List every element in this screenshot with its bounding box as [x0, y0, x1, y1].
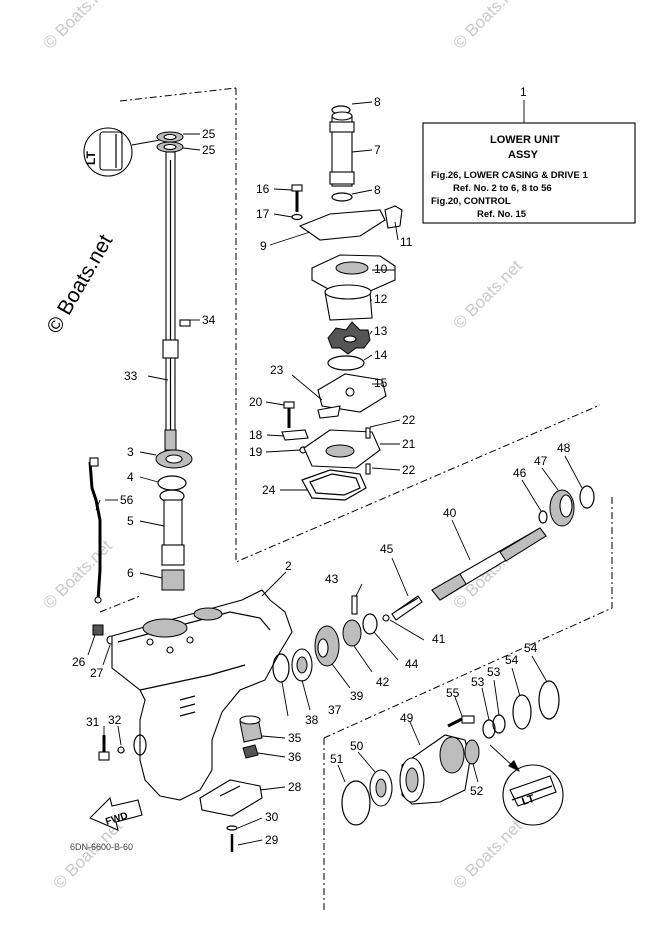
forward-direction-arrow: FWD: [89, 796, 143, 831]
callout-28: 28: [288, 780, 302, 794]
callout-52: 52: [470, 784, 484, 798]
callout-49: 49: [400, 711, 414, 725]
callout-45: 45: [380, 542, 394, 556]
callout-54-left: 54: [505, 653, 519, 667]
callout-8-top: 8: [374, 95, 381, 109]
callout-39: 39: [350, 689, 364, 703]
propeller-shaft-assembly: [272, 485, 595, 683]
callout-3: 3: [127, 445, 134, 459]
callout-6: 6: [127, 566, 134, 580]
callout-15: 15: [374, 376, 388, 390]
callout-7: 7: [374, 143, 381, 157]
callout-9: 9: [260, 239, 267, 253]
callout-35: 35: [288, 731, 302, 745]
callout-8-lower: 8: [374, 183, 381, 197]
callout-33: 33: [124, 369, 138, 383]
watermark-text: © Boats.net: [39, 536, 116, 613]
pinion-and-trim-tab: [98, 715, 263, 852]
callout-11: 11: [400, 235, 413, 249]
callout-12: 12: [374, 292, 388, 306]
callout-30: 30: [265, 810, 279, 824]
callout-50: 50: [350, 739, 364, 753]
callout-31: 31: [86, 715, 100, 729]
callout-32: 32: [108, 713, 122, 727]
callout-48: 48: [557, 441, 571, 455]
callout-16: 16: [256, 182, 270, 196]
callout-26: 26: [72, 655, 86, 669]
watermark-text: © Boats.net: [449, 256, 526, 333]
callout-19: 19: [249, 445, 263, 459]
callout-56: 56: [120, 493, 134, 507]
watermark-main: © Boats.net: [42, 231, 117, 338]
callout-27: 27: [90, 666, 104, 680]
note-box-line-3: Fig.20, CONTROL: [431, 196, 511, 207]
leader-lines: [87, 101, 583, 846]
callout-46: 46: [513, 466, 527, 480]
callout-labels: 2 3 4 5 6 7 8 8 9 10 11 12 13 14 15 16 1…: [72, 95, 571, 847]
callout-22-lower: 22: [402, 463, 416, 477]
note-box-line-2: Ref. No. 2 to 6, 8 to 56: [453, 183, 552, 194]
callout-4: 4: [127, 470, 134, 484]
callout-44: 44: [405, 657, 419, 671]
prop-shaft-housing: LT: [341, 680, 564, 826]
callout-55: 55: [446, 686, 460, 700]
callout-51: 51: [330, 752, 344, 766]
callout-13: 13: [374, 324, 388, 338]
callout-10: 10: [374, 262, 388, 276]
callout-40: 40: [443, 506, 457, 520]
callout-14: 14: [374, 348, 388, 362]
callout-21: 21: [402, 437, 416, 451]
assembly-frames: [99, 87, 613, 912]
callout-54-right: 54: [524, 641, 538, 655]
callout-1: 1: [520, 85, 527, 99]
note-box: 1 LOWER UNIT ASSY Fig.26, LOWER CASING &…: [422, 85, 636, 224]
callout-18: 18: [249, 428, 263, 442]
sealant-badge-text: LT: [84, 151, 98, 165]
drawing-code: 6DN-6600-B-60: [70, 842, 133, 852]
callout-25-lower: 25: [202, 143, 216, 157]
callout-25-top: 25: [202, 127, 216, 141]
callout-47: 47: [534, 454, 548, 468]
watermark-text: © Boats.net: [449, 0, 526, 53]
callout-23: 23: [270, 363, 284, 377]
watermark-text: © Boats.net: [39, 0, 116, 53]
callout-24: 24: [262, 483, 276, 497]
note-box-line-1: Fig.26, LOWER CASING & DRIVE 1: [431, 170, 588, 181]
watermark-text: © Boats.net: [449, 816, 526, 893]
callout-43: 43: [325, 572, 339, 586]
sealant-badge-text-bottom: LT: [520, 793, 536, 808]
lower-casing: [111, 589, 293, 801]
callout-22-top: 22: [402, 413, 416, 427]
callout-5: 5: [127, 514, 134, 528]
callout-36: 36: [288, 750, 302, 764]
callout-41: 41: [432, 632, 446, 646]
note-box-line-4: Ref. No. 15: [477, 209, 527, 220]
callout-17: 17: [256, 207, 270, 221]
callout-38: 38: [305, 713, 319, 727]
callout-37: 37: [328, 703, 342, 717]
callout-2: 2: [285, 559, 292, 573]
callout-53-left: 53: [471, 675, 485, 689]
callout-42: 42: [376, 675, 390, 689]
water-pump-assembly: [281, 105, 403, 501]
drive-shaft-assembly: LT: [83, 127, 193, 645]
callout-29: 29: [265, 833, 279, 847]
callout-53-right: 53: [487, 665, 501, 679]
callout-34: 34: [202, 313, 216, 327]
callout-20: 20: [249, 395, 263, 409]
note-box-subtitle: ASSY: [508, 149, 539, 161]
note-box-title: LOWER UNIT: [490, 134, 560, 146]
